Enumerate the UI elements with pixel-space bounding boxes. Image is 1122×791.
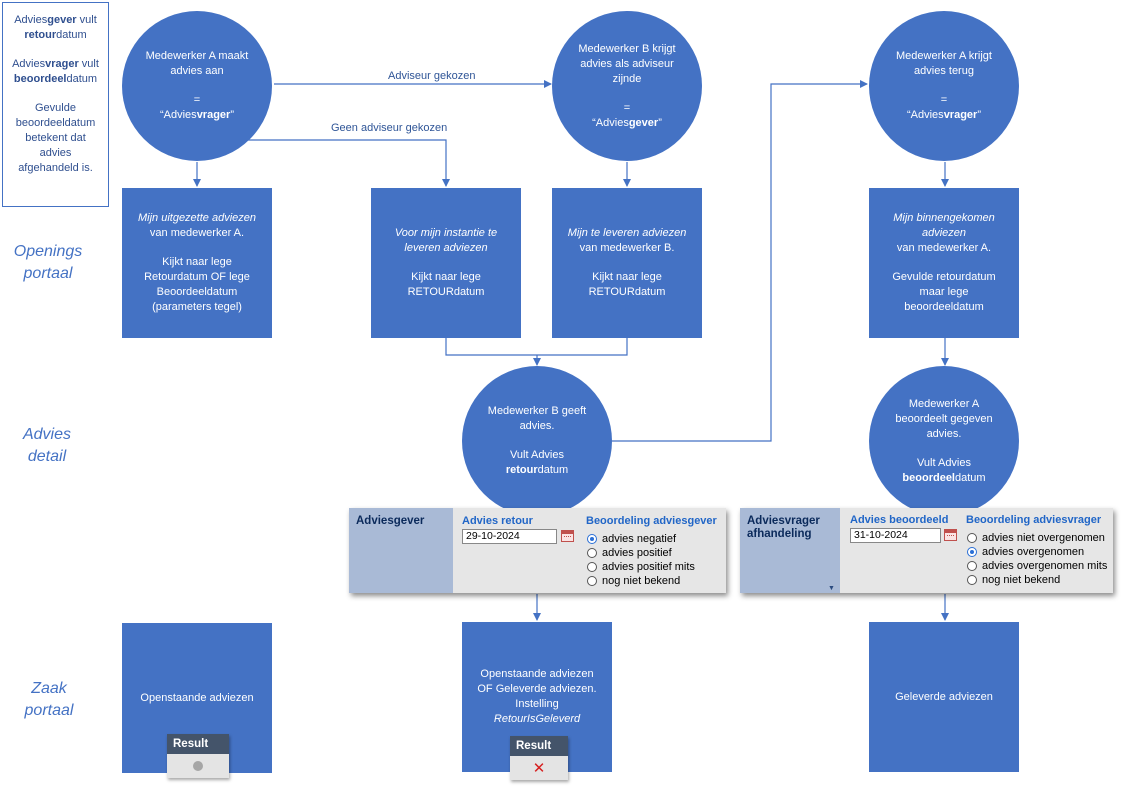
radio-empty-icon xyxy=(967,561,977,571)
tile-voor-mijn-instantie: Voor mijn instantie te leveren adviezen … xyxy=(371,188,521,338)
legend: Adviesgever vult retourdatum Adviesvrage… xyxy=(2,2,109,207)
edge-c1-b2 xyxy=(248,139,450,187)
tile-geleverde-adviezen: Geleverde adviezen xyxy=(869,622,1019,772)
edge-c4-c3 xyxy=(612,80,868,442)
advies-beoordeeld-input[interactable]: 31-10-2024 xyxy=(850,528,941,543)
result-label: Result xyxy=(510,736,568,756)
tile-mijn-te-leveren-adviezen: Mijn te leveren adviezen van medewerker … xyxy=(552,188,702,338)
neutral-dot-icon xyxy=(193,761,203,771)
edge-b2-b3-merge xyxy=(445,338,628,356)
advies-beoordeeld-label: Advies beoordeeld xyxy=(850,514,949,526)
cross-icon: ✕ xyxy=(532,759,546,777)
node-medewerker-b-geeft-advies: Medewerker B geeft advies. Vult Advies r… xyxy=(462,366,612,516)
result-widget-neutral: Result xyxy=(167,734,229,778)
chevron-down-icon[interactable]: ▼ xyxy=(828,585,835,592)
form-adviesgever-title: Adviesgever xyxy=(356,515,425,527)
form-adviesvrager-sidebar xyxy=(740,508,840,593)
radio-empty-icon xyxy=(587,548,597,558)
edge-label-adviseur-gekozen: Adviseur gekozen xyxy=(388,70,476,82)
radio-selected-icon xyxy=(967,547,977,557)
node-medewerker-a-beoordeelt-advies: Medewerker A beoordeelt gegeven advies. … xyxy=(869,366,1019,516)
result-label: Result xyxy=(167,734,229,754)
node-medewerker-a-maakt-advies: Medewerker A maakt advies aan = “Adviesv… xyxy=(122,11,272,161)
radio-empty-icon xyxy=(967,575,977,585)
radio-advies-niet-overgenomen[interactable]: advies niet overgenomen xyxy=(967,531,1105,545)
radio-nog-niet-bekend[interactable]: nog niet bekend xyxy=(587,574,680,588)
radio-advies-overgenomen[interactable]: advies overgenomen xyxy=(967,545,1084,559)
result-widget-fail: Result ✕ xyxy=(510,736,568,780)
radio-advies-positief[interactable]: advies positief xyxy=(587,546,672,560)
advies-retour-input[interactable]: 29-10-2024 xyxy=(462,529,557,544)
form-adviesgever-sidebar xyxy=(349,508,453,593)
radio-empty-icon xyxy=(967,533,977,543)
node-medewerker-a-krijgt-advies-terug: Medewerker A krijgt advies terug = “Advi… xyxy=(869,11,1019,161)
radio-empty-icon xyxy=(587,576,597,586)
beoordeling-adviesvrager-label: Beoordeling adviesvrager xyxy=(966,514,1102,526)
edge-label-geen-adviseur-gekozen: Geen adviseur gekozen xyxy=(331,122,448,134)
tile-mijn-binnengekomen-adviezen: Mijn binnengekomen adviezen van medewerk… xyxy=(869,188,1019,338)
radio-empty-icon xyxy=(587,562,597,572)
radio-selected-icon xyxy=(587,534,597,544)
calendar-icon[interactable] xyxy=(561,530,574,542)
node-medewerker-b-krijgt-advies: Medewerker B krijgt advies als adviseur … xyxy=(552,11,702,161)
radio-advies-negatief[interactable]: advies negatief xyxy=(587,532,676,546)
calendar-icon[interactable] xyxy=(944,529,957,541)
radio-advies-overgenomen-mits[interactable]: advies overgenomen mits xyxy=(967,559,1107,573)
tile-mijn-uitgezette-adviezen: Mijn uitgezette adviezen van medewerker … xyxy=(122,188,272,338)
advies-retour-label: Advies retour xyxy=(462,515,533,527)
radio-nog-niet-bekend[interactable]: nog niet bekend xyxy=(967,573,1060,587)
radio-advies-positief-mits[interactable]: advies positief mits xyxy=(587,560,695,574)
beoordeling-adviesgever-label: Beoordeling adviesgever xyxy=(586,515,717,527)
form-adviesgever: Adviesgever Advies retour 29-10-2024 Beo… xyxy=(349,508,726,593)
